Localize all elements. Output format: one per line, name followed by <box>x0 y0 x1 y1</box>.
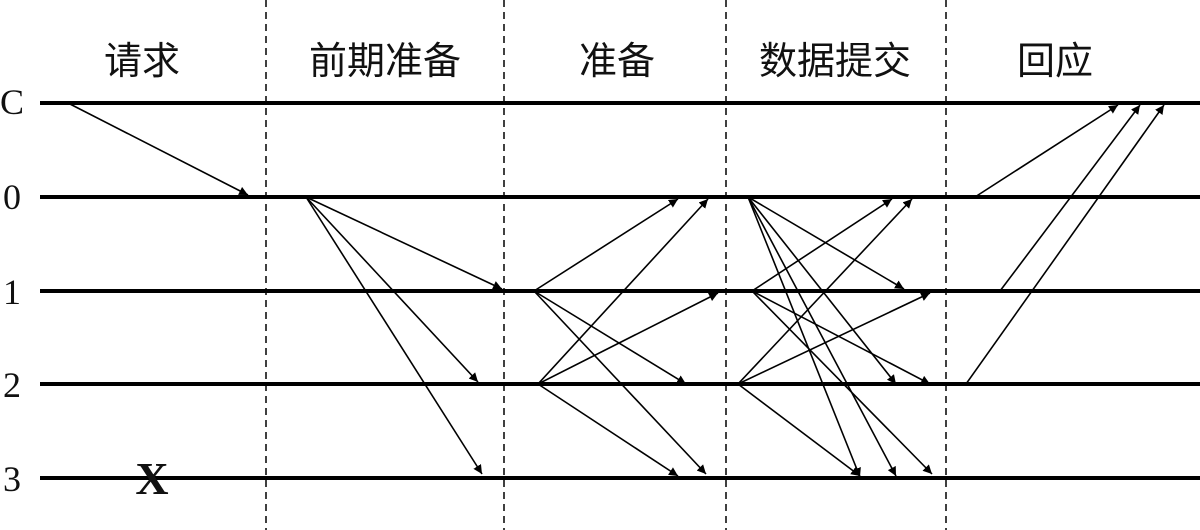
arrow-prepare-1-3 <box>533 290 707 475</box>
arrow-request <box>67 102 249 196</box>
arrow-prepare-2-0 <box>537 198 709 385</box>
phase-label-request: 请求 <box>104 39 180 83</box>
arrow-preprepare-0-1 <box>305 196 503 290</box>
arrow-reply-1 <box>999 104 1141 292</box>
node-label-0: 0 <box>3 177 21 217</box>
arrow-prepare-2-3 <box>537 383 679 477</box>
arrow-preprepare-0-3 <box>305 196 483 475</box>
phase-label-commit: 数据提交 <box>759 39 911 83</box>
node-label-1: 1 <box>3 272 21 312</box>
arrow-commit-2-0 <box>737 198 913 385</box>
arrow-preprepare-0-2 <box>305 196 479 383</box>
arrow-prepare-2-1 <box>537 292 719 385</box>
arrow-reply-0 <box>974 104 1119 198</box>
node-label-2: 2 <box>3 365 21 405</box>
arrow-prepare-1-2 <box>533 290 687 385</box>
arrow-commit-1-0 <box>751 198 893 292</box>
node-label-client: C <box>0 82 24 122</box>
arrow-reply-2 <box>965 104 1165 385</box>
arrow-commit-2-1 <box>737 292 931 385</box>
arrow-commit-1-3 <box>751 290 933 475</box>
phase-label-reply: 回应 <box>1017 39 1093 83</box>
phase-separators <box>265 0 947 530</box>
phase-label-pre-prepare: 前期准备 <box>309 39 461 83</box>
arrow-commit-2-3 <box>737 383 861 477</box>
arrow-commit-1-2 <box>751 290 931 385</box>
arrow-commit-0-3a <box>747 196 861 478</box>
arrow-commit-0-3b <box>747 196 897 477</box>
arrow-prepare-1-0a <box>533 198 679 292</box>
node-timelines <box>40 101 1200 480</box>
node-3-failure-mark: X <box>135 453 168 504</box>
node-label-3: 3 <box>3 459 21 499</box>
phase-label-prepare: 准备 <box>579 39 655 83</box>
message-arrows <box>67 102 1165 478</box>
